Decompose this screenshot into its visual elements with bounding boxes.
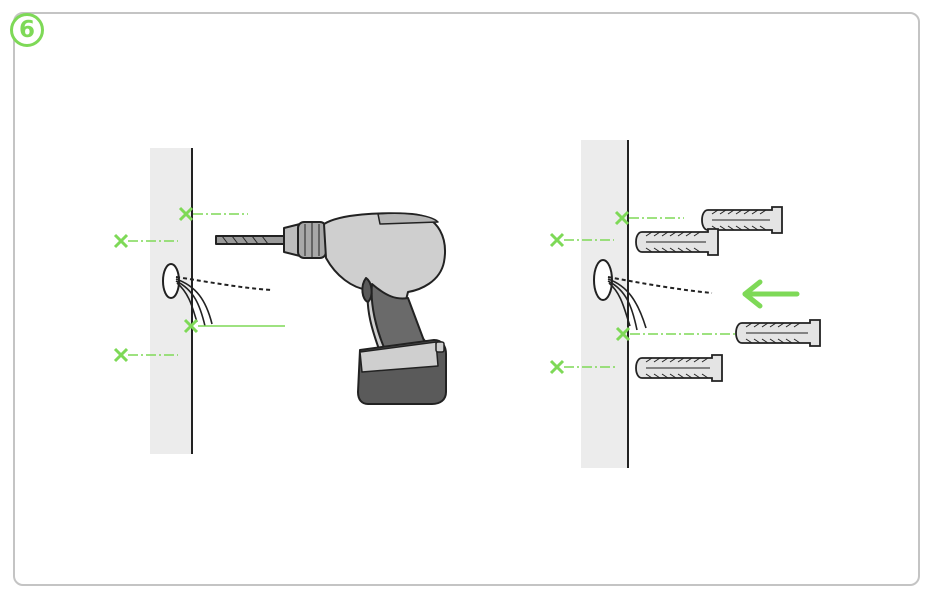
drill-mark-icon bbox=[113, 347, 178, 363]
drill-mark-icon bbox=[614, 210, 684, 226]
wall-anchor-icon bbox=[701, 206, 783, 234]
step-number-badge: 6 bbox=[10, 13, 44, 47]
cable-hole-icon bbox=[593, 259, 713, 331]
wall-anchor-icon bbox=[635, 228, 719, 256]
drill-mark-icon bbox=[113, 233, 178, 249]
drill-icon bbox=[215, 212, 447, 405]
cable-hole-icon bbox=[162, 263, 273, 327]
drill-mark-icon bbox=[549, 359, 618, 375]
wall-anchor-icon bbox=[635, 354, 723, 382]
drill-mark-icon bbox=[549, 232, 614, 248]
drill-mark-icon bbox=[615, 326, 735, 342]
insert-arrow-icon bbox=[742, 279, 800, 309]
drill-mark-icon bbox=[178, 206, 248, 222]
left-panel-drill-holes bbox=[113, 148, 447, 454]
drill-mark-icon bbox=[183, 318, 285, 334]
right-panel-insert-anchors bbox=[549, 140, 821, 468]
wall-anchor-icon bbox=[735, 319, 821, 347]
wall-right bbox=[581, 140, 628, 468]
wall-left bbox=[150, 148, 192, 454]
